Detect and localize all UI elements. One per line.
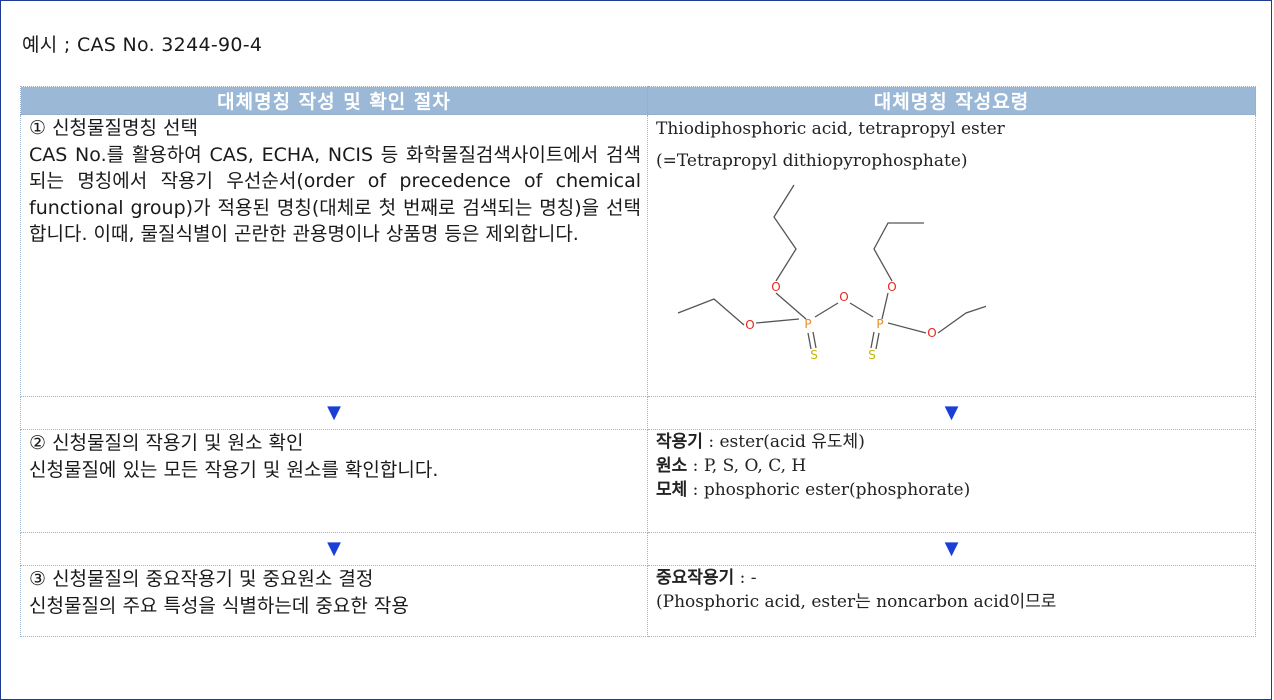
- down-triangle-icon: ▼: [327, 538, 341, 559]
- step-2-guideline-cell: 작용기 : ester(acid 유도체) 원소 : P, S, O, C, H…: [647, 429, 1256, 533]
- atom-o: O: [927, 326, 936, 340]
- arrow-cell: ▼: [647, 532, 1256, 566]
- down-triangle-icon: ▼: [944, 402, 959, 423]
- atom-o: O: [771, 280, 780, 294]
- header-procedure: 대체명칭 작성 및 확인 절차: [20, 86, 648, 115]
- table-row: ② 신청물질의 작용기 및 원소 확인 신청물질에 있는 모든 작용기 및 원소…: [20, 429, 1256, 533]
- atom-p: P: [804, 317, 811, 331]
- table-row: ▼ ▼: [20, 396, 1256, 430]
- header-guideline: 대체명칭 작성요령: [647, 86, 1256, 115]
- list-item: 모체 : phosphoric ester(phosphorate): [656, 480, 971, 500]
- example-caption: 예시 ; CAS No. 3244-90-4: [22, 34, 263, 56]
- arrow-cell: ▼: [647, 396, 1256, 430]
- table-row: ▼ ▼: [20, 532, 1256, 566]
- list-item: 중요작용기 : -: [656, 568, 757, 588]
- atom-o: O: [887, 280, 896, 294]
- step-3-guideline-cell: 중요작용기 : - (Phosphoric acid, ester는 nonca…: [647, 565, 1256, 637]
- list-item: 원소 : P, S, O, C, H: [656, 456, 807, 476]
- step-2-cell: ② 신청물질의 작용기 및 원소 확인 신청물질에 있는 모든 작용기 및 원소…: [20, 429, 648, 533]
- list-item: 작용기 : ester(acid 유도체): [656, 432, 865, 452]
- arrow-cell: ▼: [20, 532, 648, 566]
- chemical-synonym: (=Tetrapropyl dithiopyrophosphate): [656, 151, 968, 171]
- procedure-table: 대체명칭 작성 및 확인 절차 대체명칭 작성요령 ① 신청물질명칭 선택 CA…: [20, 86, 1256, 637]
- chemical-structure: O O P O P O O S S: [677, 184, 986, 362]
- step-3-body: 신청물질의 주요 특성을 식별하는데 중요한 작용: [29, 594, 409, 617]
- step-1-body: CAS No.를 활용하여 CAS, ECHA, NCIS 등 화학물질검색사이…: [29, 143, 641, 246]
- down-triangle-icon: ▼: [944, 538, 959, 559]
- step-1-guideline-cell: Thiodiphosphoric acid, tetrapropyl ester…: [647, 114, 1256, 397]
- down-triangle-icon: ▼: [327, 402, 341, 423]
- atom-p: P: [876, 317, 883, 331]
- step-2-body: 신청물질에 있는 모든 작용기 및 원소를 확인합니다.: [29, 458, 439, 481]
- atom-o: O: [745, 318, 754, 332]
- atom-o: O: [839, 290, 848, 304]
- step-1-cell: ① 신청물질명칭 선택 CAS No.를 활용하여 CAS, ECHA, NCI…: [20, 114, 648, 397]
- step-1-title: ① 신청물질명칭 선택: [29, 117, 198, 139]
- chemical-name: Thiodiphosphoric acid, tetrapropyl ester: [656, 119, 1005, 139]
- step-3-title: ③ 신청물질의 중요작용기 및 중요원소 결정: [29, 568, 374, 590]
- step-2-title: ② 신청물질의 작용기 및 원소 확인: [29, 432, 304, 454]
- table-row: ③ 신청물질의 중요작용기 및 중요원소 결정 신청물질의 주요 특성을 식별하…: [20, 565, 1256, 637]
- atom-s: S: [810, 348, 818, 362]
- table-header-row: 대체명칭 작성 및 확인 절차 대체명칭 작성요령: [20, 86, 1256, 115]
- step-3-cell: ③ 신청물질의 중요작용기 및 중요원소 결정 신청물질의 주요 특성을 식별하…: [20, 565, 648, 637]
- step-3-note: (Phosphoric acid, ester는 noncarbon acid이…: [656, 592, 1057, 612]
- arrow-cell: ▼: [20, 396, 648, 430]
- table-row: ① 신청물질명칭 선택 CAS No.를 활용하여 CAS, ECHA, NCI…: [20, 114, 1256, 397]
- atom-s: S: [868, 348, 876, 362]
